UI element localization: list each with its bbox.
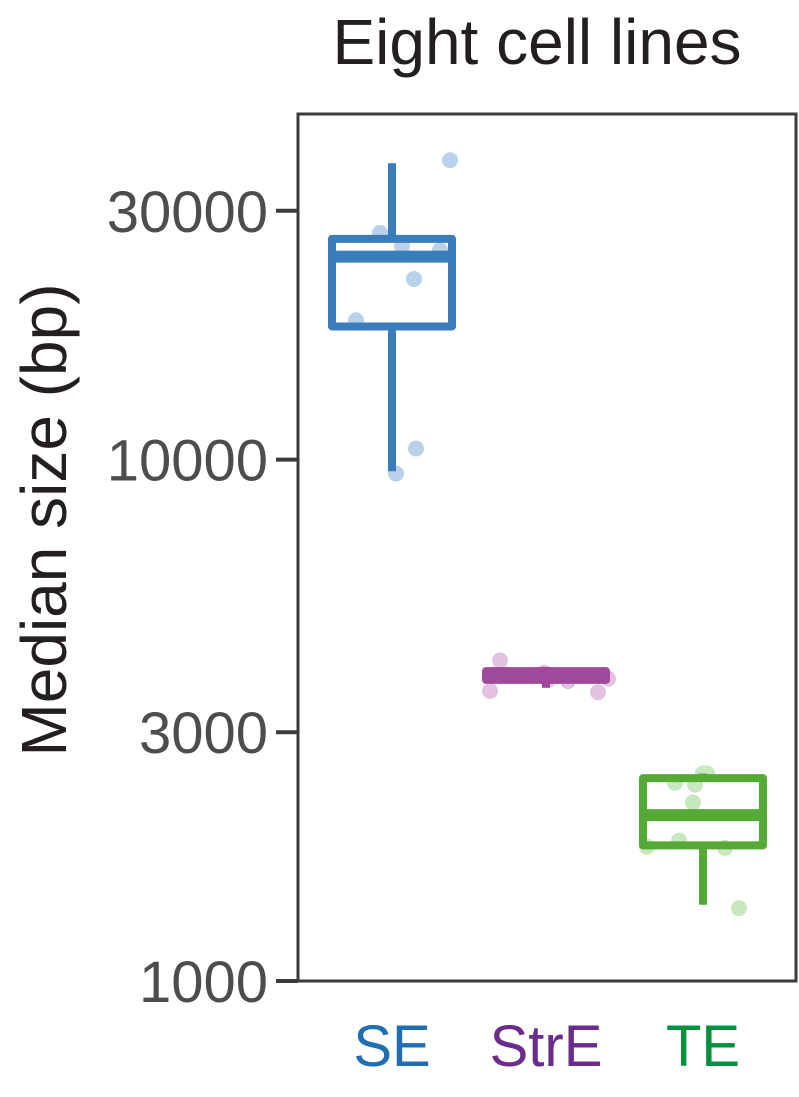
x-category-label: StrE — [490, 1014, 603, 1079]
y-axis-label: Median size (bp) — [8, 283, 80, 756]
data-point — [731, 900, 747, 917]
chart-title: Eight cell lines — [332, 6, 741, 78]
data-point — [406, 270, 422, 287]
box-group-stre — [482, 652, 616, 701]
box — [328, 234, 456, 331]
y-tick-label: 1000 — [139, 950, 268, 1015]
x-category-label: TE — [666, 1014, 740, 1079]
data-point — [590, 684, 606, 701]
data-point — [408, 440, 424, 457]
plot-border — [296, 112, 798, 983]
y-tick-label: 10000 — [107, 429, 268, 494]
data-point — [442, 152, 458, 169]
box-group-te — [639, 765, 767, 917]
y-tick-label: 3000 — [139, 701, 268, 766]
data-point — [492, 652, 508, 669]
box-group-se — [328, 152, 458, 482]
data-point — [685, 794, 701, 811]
data-point — [482, 682, 498, 699]
y-tick-label: 30000 — [107, 180, 268, 245]
x-category-label: SE — [353, 1014, 430, 1079]
